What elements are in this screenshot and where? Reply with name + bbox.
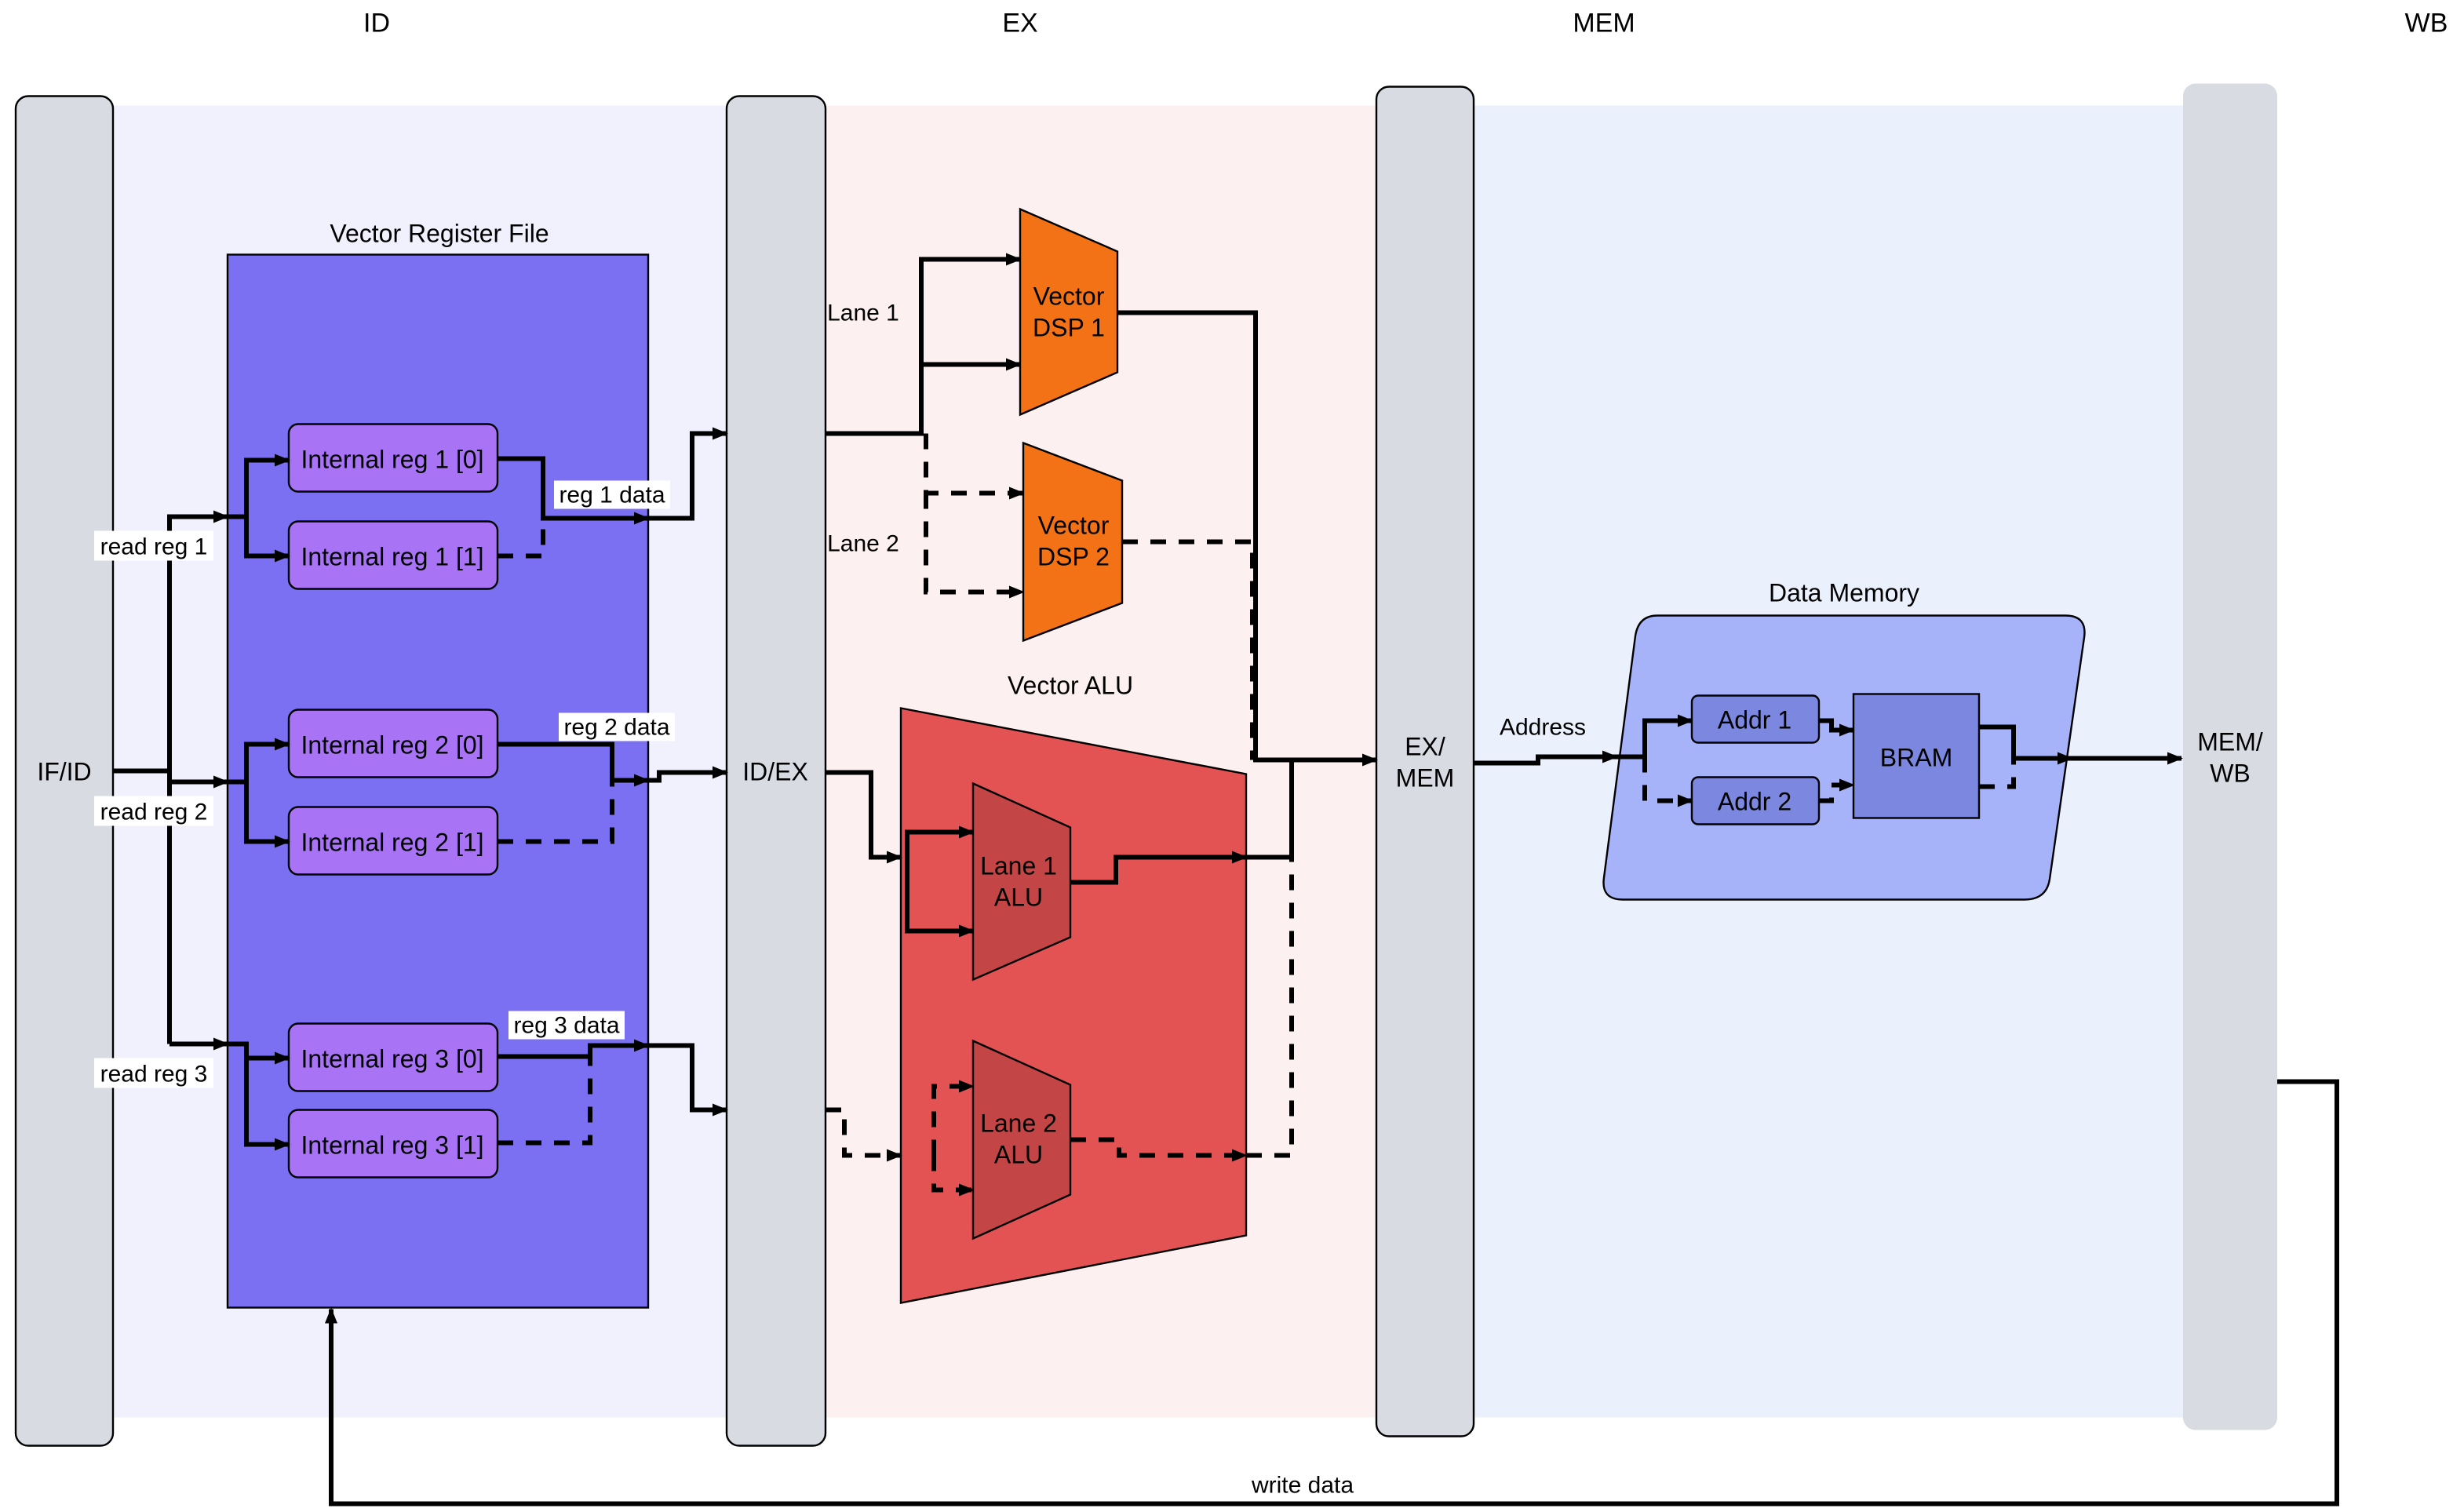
stage-label-mem: MEM <box>1573 9 1635 38</box>
vector-alu <box>899 707 1248 1304</box>
svg-text:Lane 2: Lane 2 <box>980 1109 1057 1138</box>
read-wires <box>113 454 290 1151</box>
reg-2-data-label: reg 2 data <box>563 715 669 741</box>
svg-text:Internal reg 2 [1]: Internal reg 2 [1] <box>301 829 483 857</box>
internal-reg-1-1: Internal reg 1 [1] <box>287 520 499 590</box>
svg-text:BRAM: BRAM <box>1880 744 1952 772</box>
svg-text:Internal reg 2 [0]: Internal reg 2 [0] <box>301 731 483 760</box>
vector-alu-title: Vector ALU <box>1008 672 1133 700</box>
ex-mem-label-line1: EX/ <box>1405 733 1445 761</box>
stage-label-ex: EX <box>1002 9 1037 38</box>
dsp-output-wires <box>1117 310 1378 767</box>
internal-reg-3-0: Internal reg 3 [0] <box>287 1022 499 1092</box>
internal-reg-2-1: Internal reg 2 [1] <box>287 806 499 876</box>
data-memory-title: Data Memory <box>1769 579 1919 607</box>
write-back-wire <box>325 1079 2339 1507</box>
read-reg-1-label: read reg 1 <box>100 534 208 560</box>
mem-wb-label-line2: WB <box>2210 760 2251 788</box>
svg-text:Addr 1: Addr 1 <box>1718 706 1791 734</box>
ex-mem-register <box>1375 86 1475 1437</box>
alu-lane-2: Lane 2 ALU <box>971 1039 1072 1241</box>
svg-text:Internal reg 3 [1]: Internal reg 3 [1] <box>301 1131 483 1160</box>
ex-mem-label-line2: MEM <box>1396 764 1455 792</box>
alu-input-wires <box>826 770 975 1197</box>
address-label: Address <box>1500 715 1586 741</box>
internal-reg-1-0: Internal reg 1 [0] <box>287 423 499 493</box>
stage-label-id: ID <box>363 9 390 38</box>
vector-dsp-2: Vector DSP 2 <box>1022 441 1124 643</box>
mem-wb-register <box>2183 83 2277 1430</box>
svg-text:DSP 1: DSP 1 <box>1033 314 1105 342</box>
internal-reg-3-1: Internal reg 3 [1] <box>287 1109 499 1179</box>
addr-1-box: Addr 1 <box>1690 694 1821 744</box>
mem-wb-label-line1: MEM/ <box>2197 728 2263 756</box>
dsp-input-wires <box>826 253 1025 599</box>
reg-data-labels: reg 1 data reg 2 data reg 3 data <box>508 480 675 1040</box>
stage-label-wb: WB <box>2405 9 2448 38</box>
read-reg-3-label: read reg 3 <box>100 1062 208 1088</box>
if-id-label: IF/ID <box>37 758 91 786</box>
svg-text:Lane 1: Lane 1 <box>980 852 1057 880</box>
svg-text:Addr 2: Addr 2 <box>1718 788 1791 816</box>
memory-wires <box>1474 714 2183 807</box>
svg-text:Internal reg 1 [1]: Internal reg 1 [1] <box>301 543 483 571</box>
svg-text:Internal reg 3 [0]: Internal reg 3 [0] <box>301 1045 483 1073</box>
addr-2-box: Addr 2 <box>1690 776 1821 825</box>
reg-1-data-label: reg 1 data <box>559 483 665 508</box>
svg-text:DSP 2: DSP 2 <box>1037 543 1110 571</box>
register-file-title: Vector Register File <box>330 220 549 248</box>
dsp-lane-labels: Lane 1 Lane 2 <box>827 301 899 557</box>
id-ex-label: ID/EX <box>742 758 808 786</box>
alu-output-wires <box>1070 760 1294 1162</box>
read-reg-labels: read reg 1 read reg 2 read reg 3 <box>94 530 213 1088</box>
dsp-lane-2-label: Lane 2 <box>827 531 899 557</box>
write-data-label: write data <box>1251 1473 1354 1499</box>
bram-box: BRAM <box>1852 693 1981 819</box>
svg-text:Vector: Vector <box>1033 282 1105 311</box>
svg-text:ALU: ALU <box>994 884 1043 912</box>
reg-3-data-label: reg 3 data <box>513 1013 619 1039</box>
svg-text:Vector: Vector <box>1038 512 1110 540</box>
register-output-wires <box>498 427 728 1146</box>
vector-dsp-1: Vector DSP 1 <box>1019 207 1119 417</box>
dsp-lane-1-label: Lane 1 <box>827 301 899 326</box>
read-reg-2-label: read reg 2 <box>100 800 208 825</box>
svg-text:ALU: ALU <box>994 1141 1043 1169</box>
svg-text:Internal reg 1 [0]: Internal reg 1 [0] <box>301 446 483 474</box>
data-memory <box>1602 614 2086 901</box>
alu-lane-1: Lane 1 ALU <box>971 782 1072 982</box>
internal-reg-2-0: Internal reg 2 [0] <box>287 709 499 778</box>
